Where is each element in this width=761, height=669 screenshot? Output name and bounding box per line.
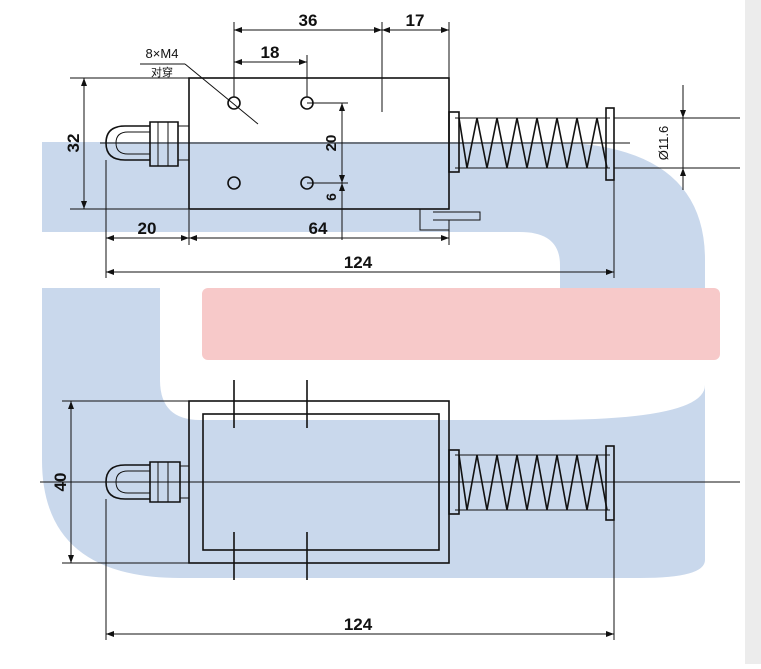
dim-vertical-6: 6 — [323, 193, 339, 201]
dim-18: 18 — [261, 43, 280, 62]
dim-32: 32 — [64, 134, 83, 153]
through-note-label: 对穿 — [151, 65, 173, 79]
watermark-red-bar — [202, 288, 720, 360]
top-tab — [433, 211, 481, 221]
dim-124-top: 124 — [344, 253, 373, 272]
top-arrowheads — [81, 27, 686, 275]
bottom-plunger-cap — [105, 464, 150, 500]
top-bracket — [419, 209, 449, 231]
top-hole-3 — [227, 176, 241, 190]
dim-diameter: Ø11.6 — [656, 126, 671, 160]
dim-64: 64 — [309, 219, 328, 238]
top-view: 36 17 18 32 20 6 Ø11.6 20 64 124 8×M4 对穿 — [64, 11, 740, 278]
watermark-blue-bottom-arc — [42, 288, 705, 578]
dim-36: 36 — [299, 11, 318, 30]
top-spring — [458, 117, 608, 169]
top-plunger-cap — [105, 125, 150, 161]
bottom-end-washer — [605, 445, 615, 521]
bottom-rod-flange — [448, 449, 460, 515]
dim-left-20: 20 — [138, 219, 157, 238]
top-rod-flange — [448, 111, 460, 173]
watermark-logo — [42, 142, 720, 578]
bottom-hex-nut — [149, 461, 181, 503]
dim-40: 40 — [51, 473, 70, 492]
hole-spec-label: 8×M4 — [146, 46, 179, 61]
bottom-spring — [458, 454, 608, 511]
hole-leader — [184, 63, 259, 125]
watermark-blue-top-arc — [42, 142, 705, 300]
right-edge-strip — [745, 0, 761, 664]
bottom-arrowheads — [68, 401, 614, 637]
top-end-washer — [605, 107, 615, 181]
bottom-view: 40 124 — [40, 380, 740, 640]
dim-vertical-20: 20 — [323, 135, 340, 152]
dim-124-bottom: 124 — [344, 615, 373, 634]
top-hex-nut — [149, 121, 179, 167]
dim-17: 17 — [406, 11, 425, 30]
